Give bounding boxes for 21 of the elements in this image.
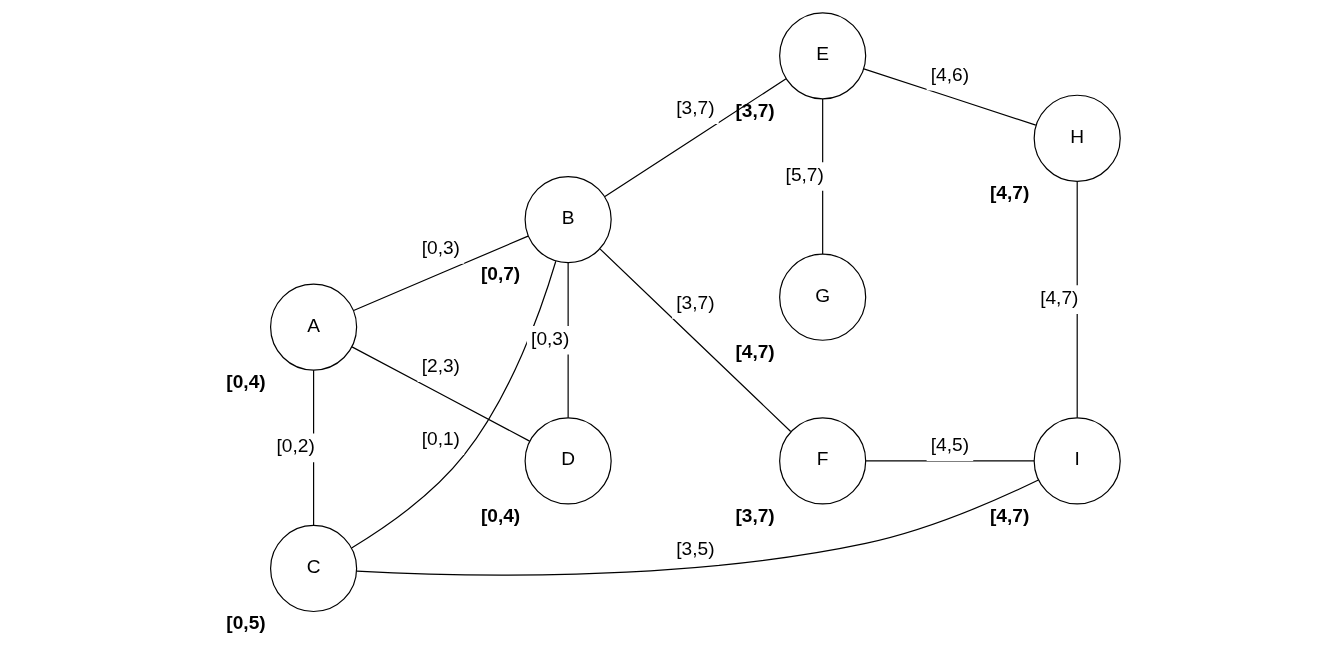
node-label: [4,7) [989, 181, 1030, 203]
node-label: [0,4) [226, 370, 266, 392]
edge-label: [3,5) [676, 538, 715, 560]
node-label: [3,7) [735, 99, 775, 121]
node-label: [0,4) [480, 504, 521, 526]
edge-label: [3,7) [676, 97, 715, 119]
edge-label: [2,3) [421, 355, 460, 377]
node-label: [3,7) [735, 504, 775, 526]
edge-label: [0,3) [531, 327, 570, 349]
edge-label: [5,7) [785, 164, 824, 186]
node-label: [0,7) [480, 263, 521, 285]
edge-label: [0,2) [276, 435, 315, 457]
edge-label: [4,5) [930, 434, 970, 456]
node-label: [4,7) [989, 504, 1030, 526]
edge-label: [0,1) [421, 428, 460, 450]
edge-label: [3,7) [676, 291, 715, 313]
node-label: [0,5) [226, 612, 266, 634]
edge-label: [4,6) [930, 63, 970, 85]
edge-label: [0,3) [421, 236, 460, 258]
node-label: [4,7) [735, 340, 775, 362]
edge-label: [4,7) [1040, 287, 1079, 309]
